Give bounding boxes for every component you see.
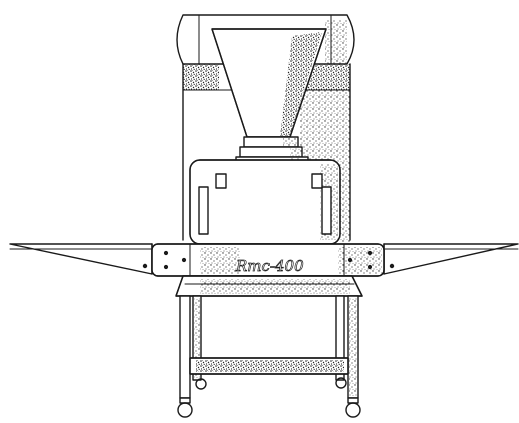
conveyor-right-wing <box>383 243 519 275</box>
conveyor-center <box>151 243 385 277</box>
access-panel <box>189 159 341 245</box>
stand <box>175 275 363 399</box>
conveyor-left-wing <box>9 243 153 275</box>
casters <box>177 377 361 418</box>
hopper <box>211 28 327 148</box>
handwritten-model-mark: Rmc-400 <box>235 257 304 275</box>
